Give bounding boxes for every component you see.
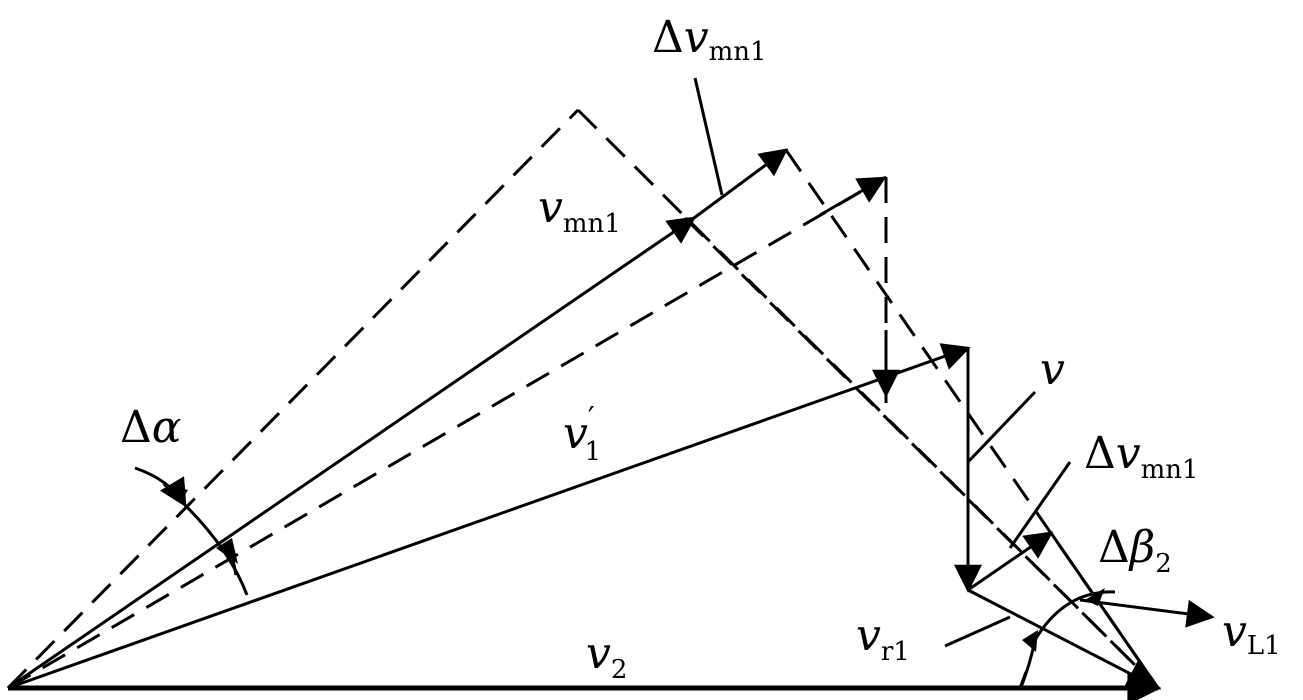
label-v-L1: vL1 bbox=[1222, 606, 1281, 661]
labels: Δvmn1 vmn1 v′1 v Δα Δvmn1 Δβ2 vr1 bbox=[120, 12, 1281, 685]
label-v1-prime: v′1 bbox=[563, 401, 601, 467]
arc-delta-alpha bbox=[134, 466, 187, 508]
arrowhead-delta-alpha-lower bbox=[216, 538, 238, 564]
arrowhead-delta-beta2-lower bbox=[1022, 630, 1038, 652]
tick-delta-beta2-a bbox=[1018, 671, 1028, 689]
dashed-vector-upper bbox=[6, 108, 580, 690]
label-v2: v2 bbox=[586, 628, 627, 685]
dashed-vector-middle bbox=[7, 175, 887, 690]
label-delta-v-mn1-top: Δvmn1 bbox=[652, 12, 767, 67]
vector-v-L1 bbox=[1079, 598, 1215, 628]
dashed-construction-lines bbox=[6, 108, 1160, 690]
vector-delta-v-mn1-top bbox=[693, 148, 789, 220]
vector-v-mn1 bbox=[7, 216, 697, 690]
label-delta-alpha: Δα bbox=[120, 402, 182, 453]
dashed-v1prime-tip-to-bottom-right bbox=[683, 216, 1160, 690]
vector-v-r1 bbox=[967, 588, 1162, 690]
solid-vectors bbox=[7, 148, 1215, 700]
label-v: v bbox=[1040, 344, 1065, 395]
label-v-mn1: vmn1 bbox=[538, 182, 621, 239]
line-delta-v-tip-to-corner bbox=[1049, 532, 1160, 689]
arrowhead-delta-alpha-upper bbox=[162, 484, 188, 503]
leader-v-r1 bbox=[944, 615, 1011, 648]
vector-delta-v-mn1-right bbox=[967, 531, 1054, 592]
leader-delta-v-mn1-top bbox=[693, 77, 724, 196]
label-v-r1: vr1 bbox=[856, 610, 910, 667]
leader-v bbox=[966, 390, 1037, 464]
arrowhead-delta-beta2 bbox=[1085, 588, 1105, 606]
leader-delta-v-mn1-right bbox=[1008, 461, 1072, 549]
vector-v1-prime bbox=[7, 343, 971, 690]
label-delta-beta2: Δβ2 bbox=[1098, 522, 1172, 579]
label-delta-v-mn1-right: Δvmn1 bbox=[1084, 428, 1199, 485]
vector-dashed-head-middle bbox=[819, 176, 887, 217]
arc-delta-alpha-2 bbox=[183, 503, 249, 596]
arc-arrowheads bbox=[162, 484, 1105, 652]
